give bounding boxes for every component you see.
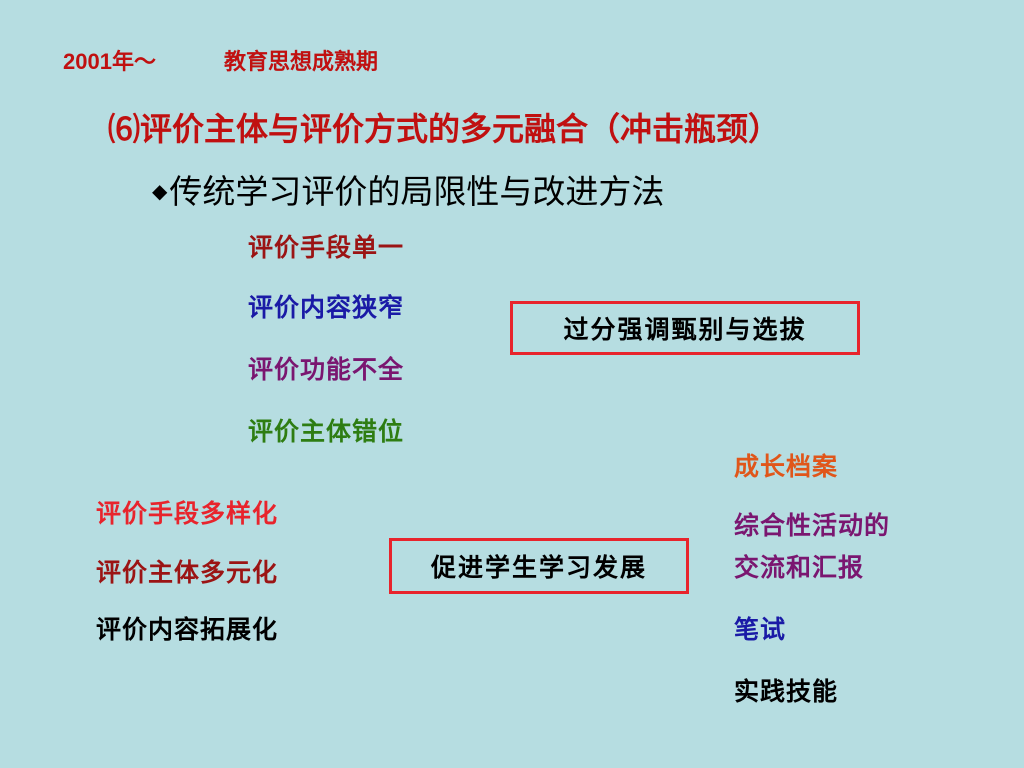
method-item-2b: 交流和汇报 bbox=[734, 553, 865, 582]
bottom-red-box: 促进学生学习发展 bbox=[389, 538, 689, 594]
slide-title: ⑹评价主体与评价方式的多元融合（冲击瓶颈） bbox=[108, 110, 781, 148]
bullet-heading-text: 传统学习评价的局限性与改进方法 bbox=[169, 172, 665, 211]
limitation-item-3: 评价功能不全 bbox=[248, 355, 405, 384]
method-item-1: 成长档案 bbox=[734, 452, 839, 481]
method-item-2a: 综合性活动的 bbox=[734, 511, 891, 540]
header-year: 2001年～ bbox=[63, 49, 156, 74]
diamond-bullet-icon: ◆ bbox=[152, 179, 168, 203]
limitation-item-1: 评价手段单一 bbox=[248, 233, 405, 262]
top-red-box: 过分强调甄别与选拔 bbox=[510, 301, 860, 355]
improvement-item-3: 评价内容拓展化 bbox=[96, 615, 279, 644]
bottom-box-text: 促进学生学习发展 bbox=[430, 553, 647, 582]
improvement-item-1: 评价手段多样化 bbox=[96, 499, 279, 528]
header-period: 教育思想成熟期 bbox=[224, 49, 379, 75]
limitation-item-4: 评价主体错位 bbox=[248, 417, 405, 446]
method-item-3: 笔试 bbox=[734, 615, 787, 644]
bullet-heading: ◆传统学习评价的局限性与改进方法 bbox=[152, 165, 664, 213]
limitation-item-2: 评价内容狭窄 bbox=[248, 293, 405, 322]
method-item-4: 实践技能 bbox=[734, 677, 839, 706]
top-box-text: 过分强调甄别与选拔 bbox=[563, 315, 807, 344]
improvement-item-2: 评价主体多元化 bbox=[96, 558, 279, 587]
